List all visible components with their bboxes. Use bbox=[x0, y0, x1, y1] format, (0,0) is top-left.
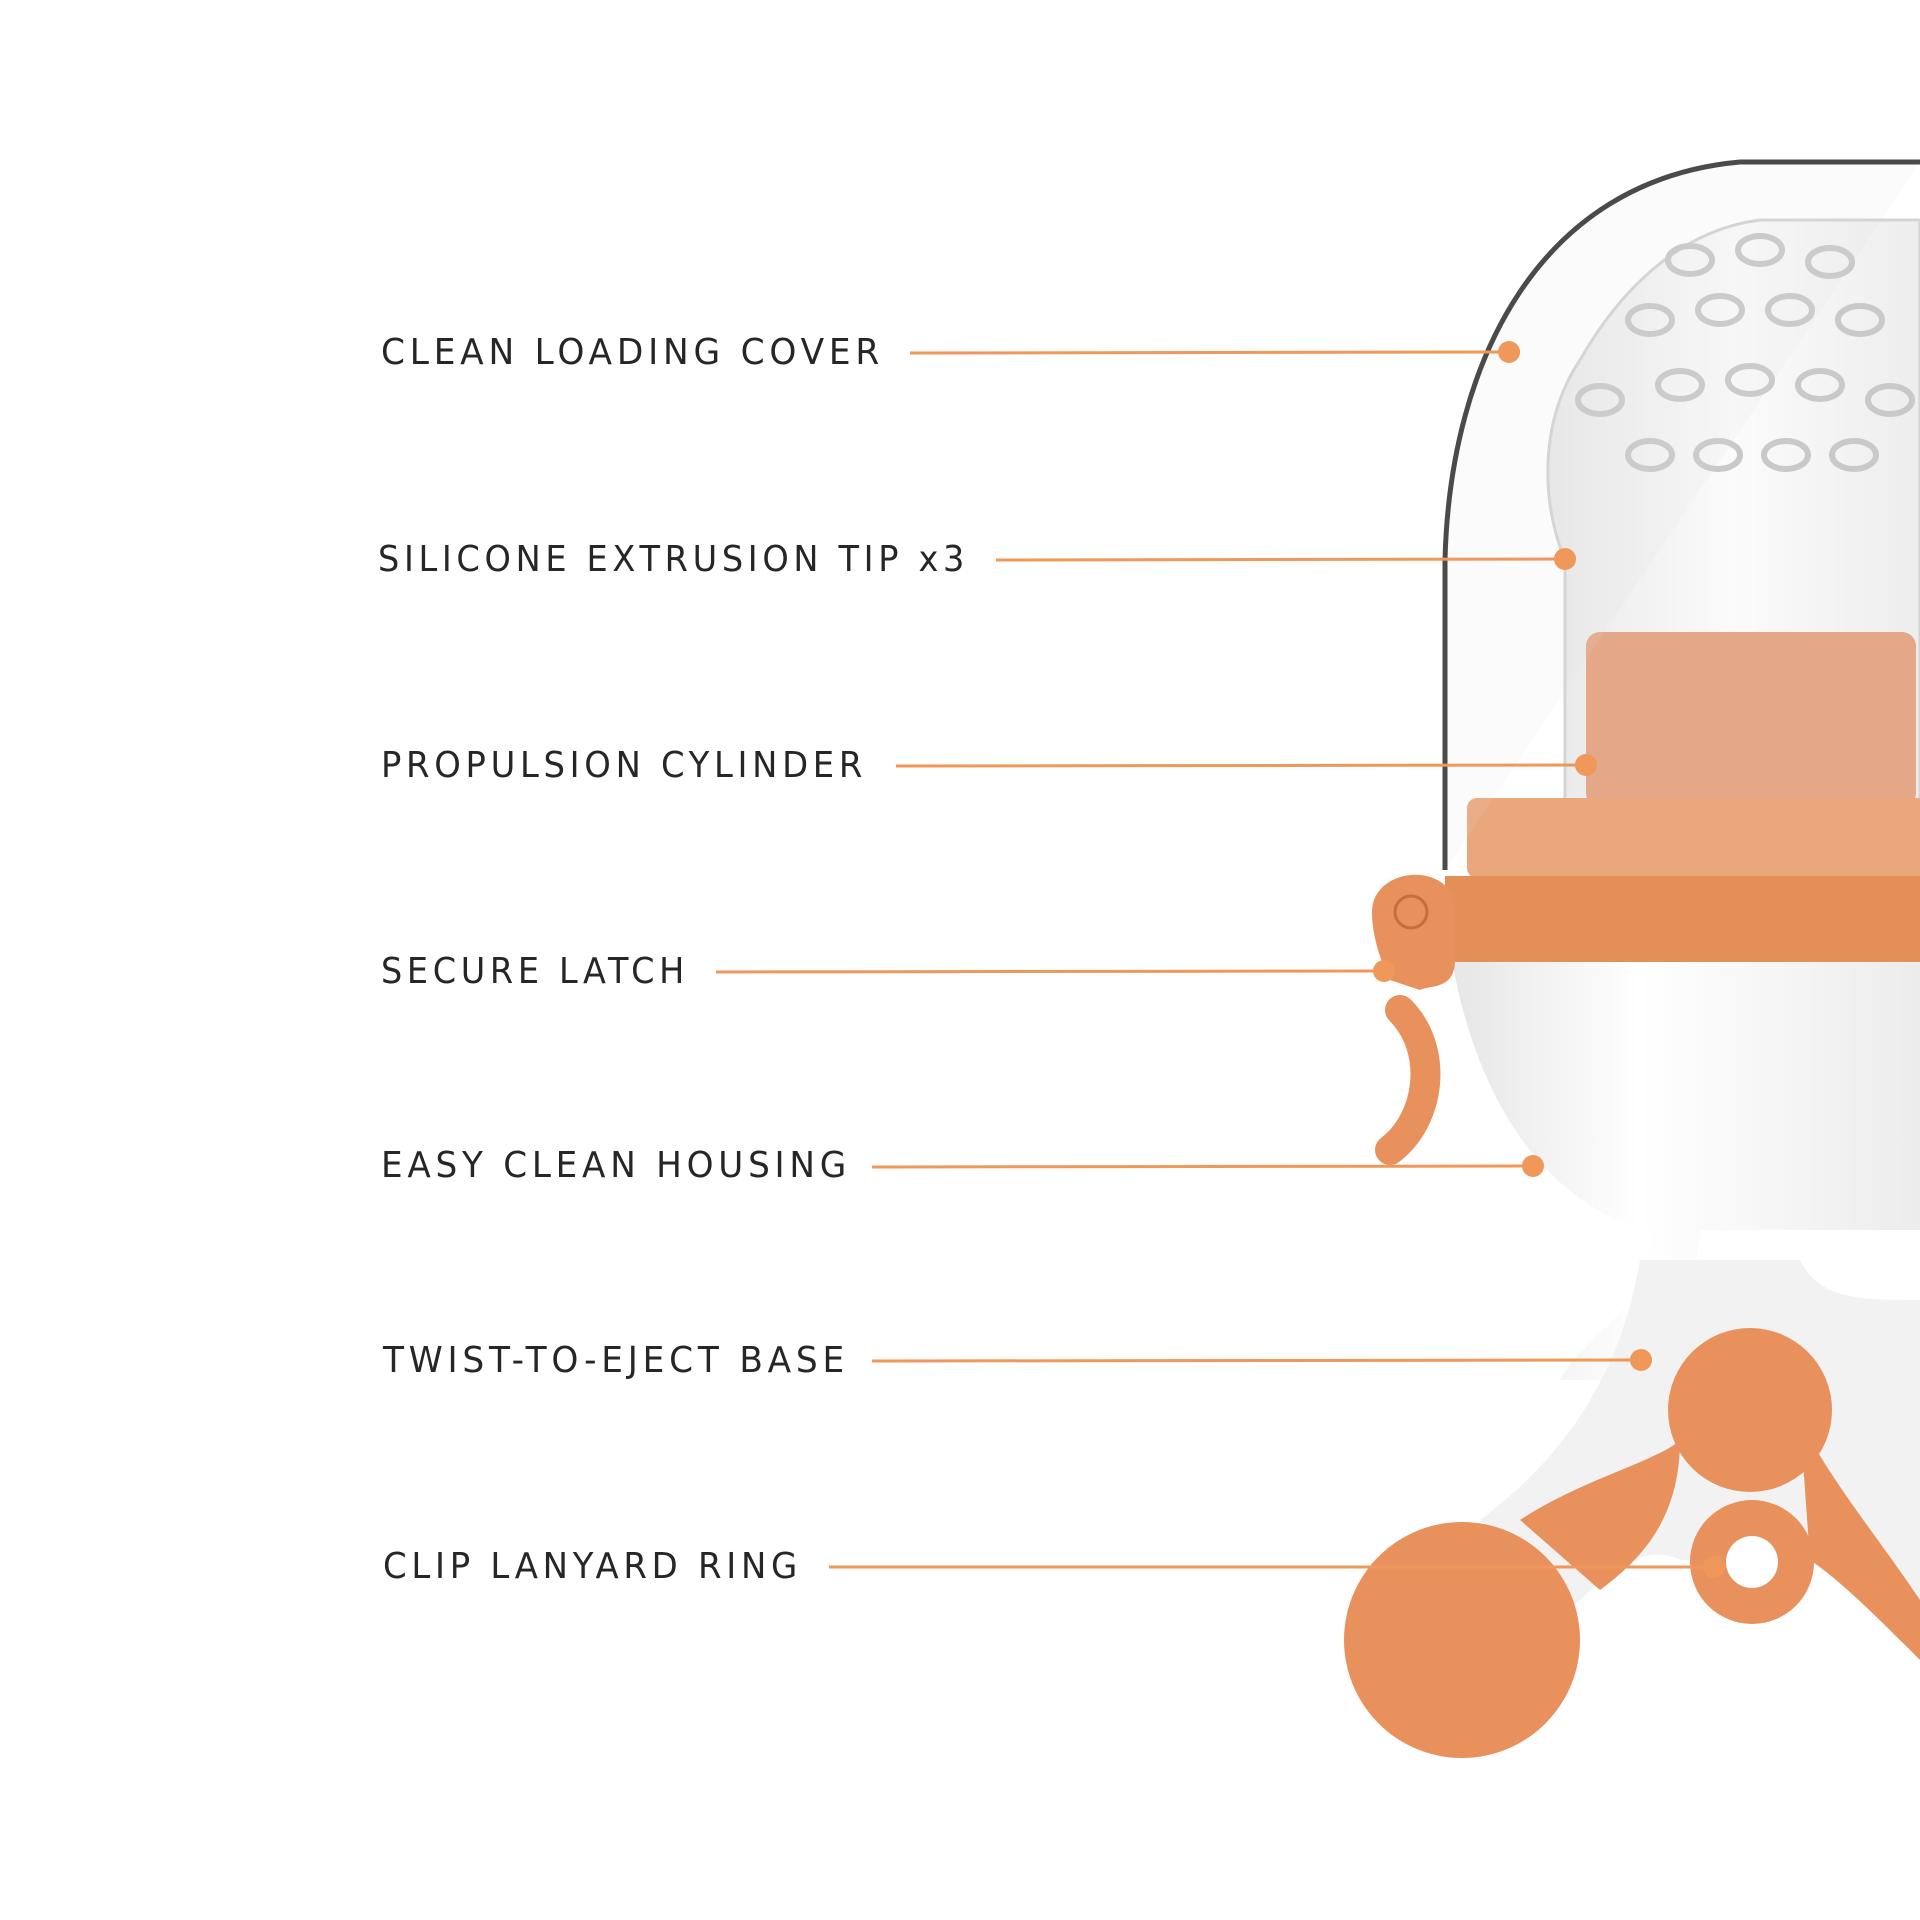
callout-label: SILICONE EXTRUSION TIP x3 bbox=[378, 539, 969, 580]
easy-clean-housing bbox=[1452, 960, 1920, 1380]
base-right-arm bbox=[1800, 1420, 1920, 1660]
leader-line bbox=[909, 350, 1510, 355]
callout-clip-lanyard-ring: CLIP LANYARD RING bbox=[383, 1546, 1725, 1587]
callout-clean-loading-cover: CLEAN LOADING COVER bbox=[381, 332, 1520, 373]
cover-collar bbox=[1467, 798, 1920, 878]
callout-label: SECURE LATCH bbox=[381, 951, 689, 992]
twist-to-eject-base bbox=[1668, 1328, 1832, 1492]
callout-dot bbox=[1703, 1556, 1725, 1578]
callout-dot bbox=[1630, 1349, 1652, 1371]
latch-ring-band bbox=[1445, 876, 1920, 962]
base-arm bbox=[1520, 1440, 1680, 1590]
callout-propulsion-cylinder: PROPULSION CYLINDER bbox=[381, 745, 1597, 786]
callout-dot bbox=[1522, 1155, 1544, 1177]
leader-line bbox=[871, 1164, 1534, 1169]
leader-line bbox=[995, 557, 1566, 562]
callout-label: CLEAN LOADING COVER bbox=[381, 332, 884, 373]
callout-silicone-extrusion-tip: SILICONE EXTRUSION TIP x3 bbox=[378, 539, 1576, 580]
secure-latch bbox=[1372, 874, 1455, 990]
callout-label: PROPULSION CYLINDER bbox=[381, 745, 867, 786]
callout-label: TWIST-TO-EJECT BASE bbox=[382, 1340, 849, 1381]
callout-label: CLIP LANYARD RING bbox=[383, 1546, 802, 1587]
lanyard-clip bbox=[1375, 995, 1441, 1165]
ring-hole bbox=[1726, 1536, 1778, 1588]
callout-easy-clean-housing: EASY CLEAN HOUSING bbox=[381, 1145, 1544, 1186]
clean-loading-cover bbox=[1442, 159, 1920, 870]
callout-dot bbox=[1498, 341, 1520, 363]
callout-dot bbox=[1575, 754, 1597, 776]
feeder-illustration bbox=[1344, 159, 1920, 1758]
callout-twist-to-eject-base: TWIST-TO-EJECT BASE bbox=[382, 1340, 1652, 1381]
leader-line bbox=[871, 1358, 1642, 1363]
base-left-ball bbox=[1344, 1522, 1580, 1758]
leader-line bbox=[715, 969, 1385, 974]
callout-label: EASY CLEAN HOUSING bbox=[381, 1145, 851, 1186]
callout-dot bbox=[1554, 548, 1576, 570]
leader-line bbox=[895, 763, 1587, 768]
latch-button-icon bbox=[1393, 894, 1429, 930]
callout-secure-latch: SECURE LATCH bbox=[381, 951, 1395, 992]
propulsion-cylinder bbox=[1586, 632, 1916, 807]
tip-holes bbox=[1575, 233, 1915, 472]
callout-dot bbox=[1373, 960, 1395, 982]
